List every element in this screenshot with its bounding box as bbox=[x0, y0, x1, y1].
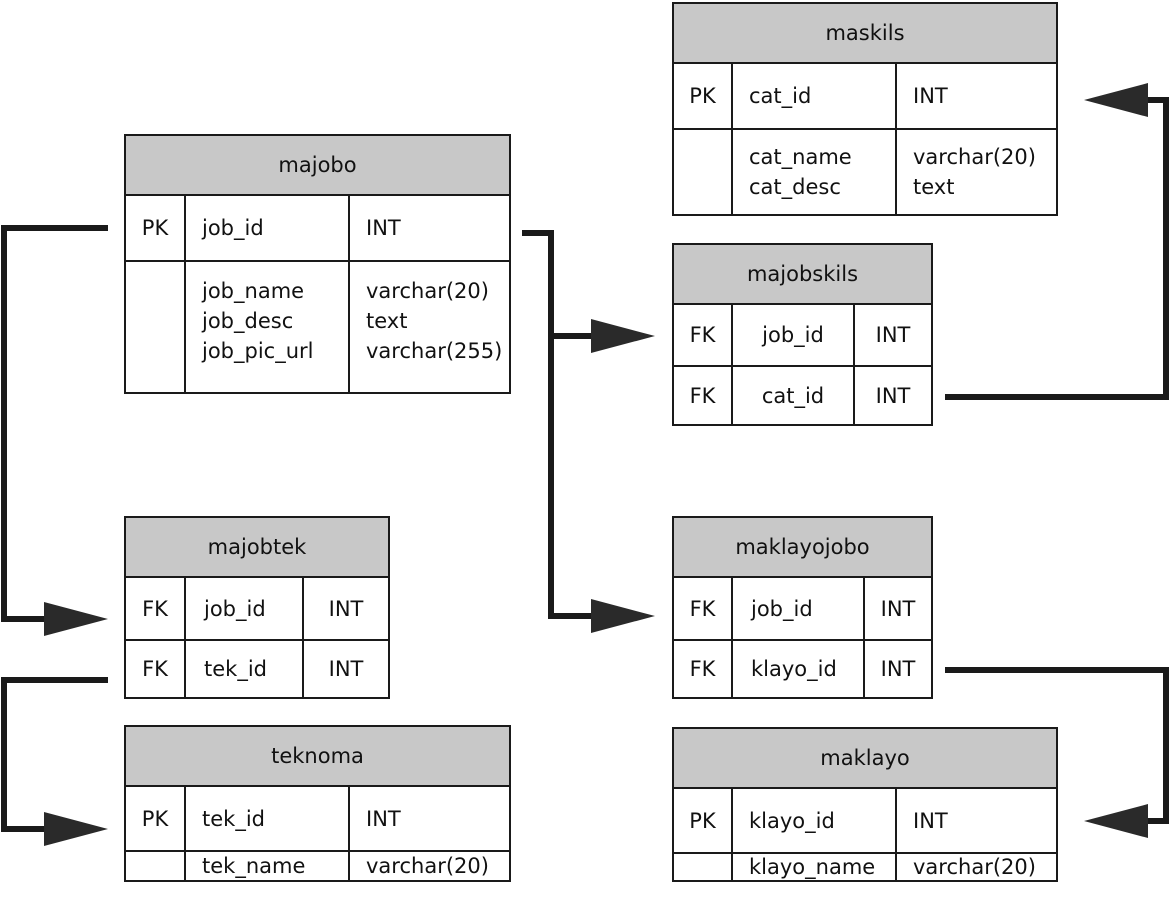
field-name: cat_desc bbox=[749, 175, 841, 199]
field-type: INT bbox=[348, 196, 509, 260]
field-list: job_name job_desc job_pic_url bbox=[184, 262, 348, 392]
field-name: cat_id bbox=[731, 64, 895, 128]
field-name: job_pic_url bbox=[202, 339, 314, 363]
table-row: klayo_name varchar(20) bbox=[674, 852, 1056, 880]
arrowhead-left-icon bbox=[1084, 804, 1148, 838]
key-label: PK bbox=[141, 806, 169, 831]
key-label: FK bbox=[689, 323, 716, 347]
table-row: FK klayo_id INT bbox=[674, 639, 931, 697]
field-type: INT bbox=[895, 789, 1056, 852]
field-type: INT bbox=[853, 367, 931, 424]
table-majobtek-title: majobtek bbox=[126, 518, 388, 578]
table-row: FK job_id INT bbox=[674, 305, 931, 365]
arrowhead-right-icon bbox=[44, 602, 108, 636]
key-label: PK bbox=[689, 808, 716, 833]
key-label: FK bbox=[689, 383, 716, 408]
field-type: varchar(20) bbox=[366, 279, 489, 303]
connector-majobtek-to-teknoma bbox=[1, 677, 108, 832]
field-name: klayo_id bbox=[731, 641, 863, 697]
table-majobo[interactable]: majobo PK job_id INT job_name job_desc j… bbox=[124, 134, 511, 394]
table-majobskils[interactable]: majobskils FK job_id INT FK cat_id INT bbox=[672, 243, 933, 426]
connector-majobo-to-majobtek bbox=[1, 225, 108, 622]
field-type: varchar(20) bbox=[348, 852, 509, 880]
field-name: job_id bbox=[184, 578, 302, 639]
field-type: text bbox=[366, 309, 408, 333]
field-list: cat_name cat_desc bbox=[731, 130, 895, 214]
table-teknoma[interactable]: teknoma PK tek_id INT tek_name varchar(2… bbox=[124, 725, 511, 882]
field-name: job_id bbox=[731, 578, 863, 639]
key-label: FK bbox=[689, 596, 716, 621]
type-list: varchar(20) text varchar(255) bbox=[348, 262, 509, 392]
table-row: cat_name cat_desc varchar(20) text bbox=[674, 128, 1056, 214]
field-name: cat_id bbox=[731, 367, 853, 424]
field-type: INT bbox=[348, 787, 509, 850]
field-name: job_id bbox=[184, 196, 348, 260]
key-label: PK bbox=[689, 84, 716, 108]
field-type: INT bbox=[302, 641, 388, 697]
field-type: varchar(20) bbox=[913, 145, 1036, 169]
connector-majobo-to-maklayojobo bbox=[548, 336, 600, 619]
key-label: FK bbox=[689, 657, 716, 681]
table-row: FK job_id INT bbox=[126, 578, 388, 639]
connector-maklayojobo-to-maklayo bbox=[945, 667, 1169, 824]
field-name: tek_id bbox=[184, 641, 302, 697]
table-maskils-title: maskils bbox=[674, 4, 1056, 64]
field-type: INT bbox=[853, 305, 931, 365]
field-name: job_name bbox=[202, 279, 305, 303]
table-row: job_name job_desc job_pic_url varchar(20… bbox=[126, 260, 509, 392]
key-label: FK bbox=[142, 596, 168, 621]
table-row: PK cat_id INT bbox=[674, 64, 1056, 128]
field-name: job_desc bbox=[202, 309, 294, 333]
connector-majobskils-to-maskils bbox=[945, 97, 1169, 400]
table-maklayojobo-title: maklayojobo bbox=[674, 518, 931, 578]
table-row: FK tek_id INT bbox=[126, 639, 388, 697]
table-maklayojobo[interactable]: maklayojobo FK job_id INT FK klayo_id IN… bbox=[672, 516, 933, 699]
table-row: tek_name varchar(20) bbox=[126, 850, 509, 880]
field-name: klayo_name bbox=[731, 854, 895, 880]
field-type: INT bbox=[863, 641, 931, 697]
arrowhead-left-icon bbox=[1084, 83, 1148, 117]
field-type: varchar(20) bbox=[895, 854, 1056, 880]
type-list: varchar(20) text bbox=[895, 130, 1056, 214]
field-type: INT bbox=[895, 64, 1056, 128]
table-majobtek[interactable]: majobtek FK job_id INT FK tek_id INT bbox=[124, 516, 390, 699]
key-label: PK bbox=[141, 216, 169, 240]
table-maskils[interactable]: maskils PK cat_id INT cat_name cat_desc … bbox=[672, 2, 1058, 216]
field-name: job_id bbox=[731, 305, 853, 365]
table-majobo-title: majobo bbox=[126, 136, 509, 196]
key-label: FK bbox=[142, 657, 168, 681]
field-type: varchar(255) bbox=[366, 339, 503, 363]
field-name: klayo_id bbox=[731, 789, 895, 852]
table-teknoma-title: teknoma bbox=[126, 727, 509, 787]
table-row: FK cat_id INT bbox=[674, 365, 931, 424]
field-type: text bbox=[913, 175, 955, 199]
table-maklayo-title: maklayo bbox=[674, 729, 1056, 789]
table-row: PK job_id INT bbox=[126, 196, 509, 260]
arrowhead-right-icon bbox=[591, 319, 655, 353]
table-row: PK tek_id INT bbox=[126, 787, 509, 850]
field-name: tek_id bbox=[184, 787, 348, 850]
field-name: tek_name bbox=[184, 852, 348, 880]
connector-majobo-to-majobskils bbox=[522, 230, 600, 339]
field-name: cat_name bbox=[749, 145, 852, 169]
table-majobskils-title: majobskils bbox=[674, 245, 931, 305]
field-type: INT bbox=[302, 578, 388, 639]
arrowhead-right-icon bbox=[591, 599, 655, 633]
table-row: PK klayo_id INT bbox=[674, 789, 1056, 852]
table-maklayo[interactable]: maklayo PK klayo_id INT klayo_name varch… bbox=[672, 727, 1058, 882]
field-type: INT bbox=[863, 578, 931, 639]
arrowhead-right-icon bbox=[44, 812, 108, 846]
table-row: FK job_id INT bbox=[674, 578, 931, 639]
